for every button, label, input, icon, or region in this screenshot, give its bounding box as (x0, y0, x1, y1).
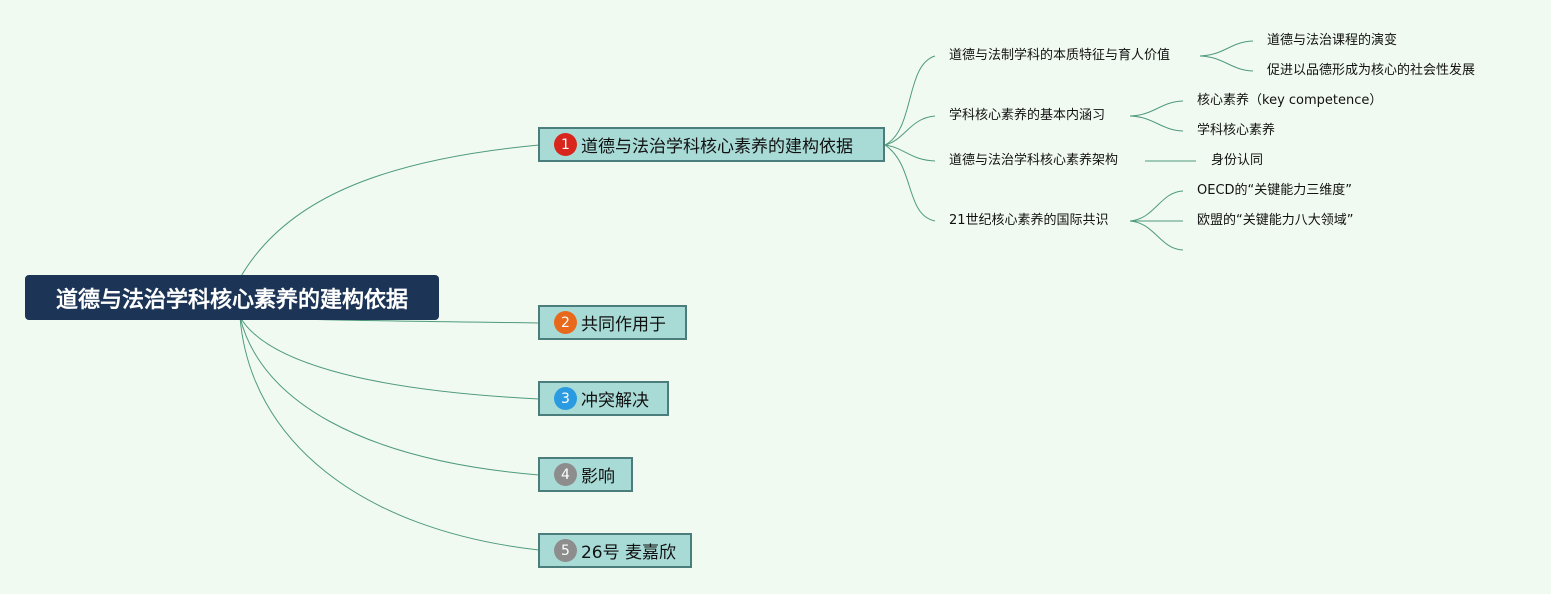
link-root-branch-4 (239, 316, 540, 476)
number-badge-2: 2 (554, 311, 577, 334)
branch-topic-4[interactable]: 4 影响 (538, 457, 633, 492)
subtopic-4[interactable]: 21世纪核心素养的国际共识 (949, 213, 1109, 228)
leaf-4-2[interactable]: 欧盟的“关键能力八大领域” (1197, 213, 1354, 228)
subtopic-3[interactable]: 道德与法治学科核心素养架构 (949, 153, 1119, 168)
link-root-branch-3 (239, 316, 540, 400)
link-b1-sub3 (884, 144, 936, 162)
link-sub1-leaf1 (1199, 40, 1254, 57)
link-sub2-leaf1 (1129, 100, 1184, 117)
link-sub4-leaf3 (1129, 220, 1184, 251)
branch-topic-2[interactable]: 2 共同作用于 (538, 305, 687, 340)
subtopic-2[interactable]: 学科核心素养的基本内涵习 (949, 108, 1106, 123)
number-badge-4: 4 (554, 463, 577, 486)
link-b1-sub1 (884, 55, 936, 146)
branch-label-3: 冲突解决 (581, 391, 649, 411)
number-badge-5: 5 (554, 539, 577, 562)
branch-topic-1[interactable]: 1 道德与法治学科核心素养的建构依据 (538, 127, 885, 162)
branch-label-5: 26号 麦嘉欣 (580, 543, 676, 563)
branch-label-1: 道德与法治学科核心素养的建构依据 (581, 137, 853, 157)
link-root-branch-5 (239, 316, 540, 551)
link-root-branch-1 (239, 144, 540, 279)
branch-topic-3[interactable]: 3 冲突解决 (538, 381, 669, 416)
leaf-3-1[interactable]: 身份认同 (1211, 153, 1264, 168)
leaf-4-1[interactable]: OECD的“关键能力三维度” (1197, 183, 1353, 198)
link-sub2-leaf2 (1129, 115, 1184, 132)
branch-label-2: 共同作用于 (581, 315, 666, 335)
link-b1-sub2 (884, 115, 936, 146)
leaf-2-2[interactable]: 学科核心素养 (1197, 123, 1276, 138)
root-topic[interactable]: 道德与法治学科核心素养的建构依据 (25, 275, 439, 320)
link-b1-sub4 (884, 144, 936, 222)
number-badge-3: 3 (554, 387, 577, 410)
leaf-1-1[interactable]: 道德与法治课程的演变 (1267, 33, 1398, 48)
branch-label-4: 影响 (581, 467, 615, 487)
link-sub1-leaf2 (1199, 55, 1254, 72)
branch-topic-5[interactable]: 5 26号 麦嘉欣 (538, 533, 692, 568)
leaf-2-1[interactable]: 核心素养（key competence） (1197, 93, 1383, 108)
number-badge-1: 1 (554, 133, 577, 156)
subtopic-1[interactable]: 道德与法制学科的本质特征与育人价值 (949, 48, 1171, 63)
link-sub4-leaf1 (1129, 190, 1184, 222)
leaf-1-2[interactable]: 促进以品德形成为核心的社会性发展 (1267, 63, 1476, 78)
